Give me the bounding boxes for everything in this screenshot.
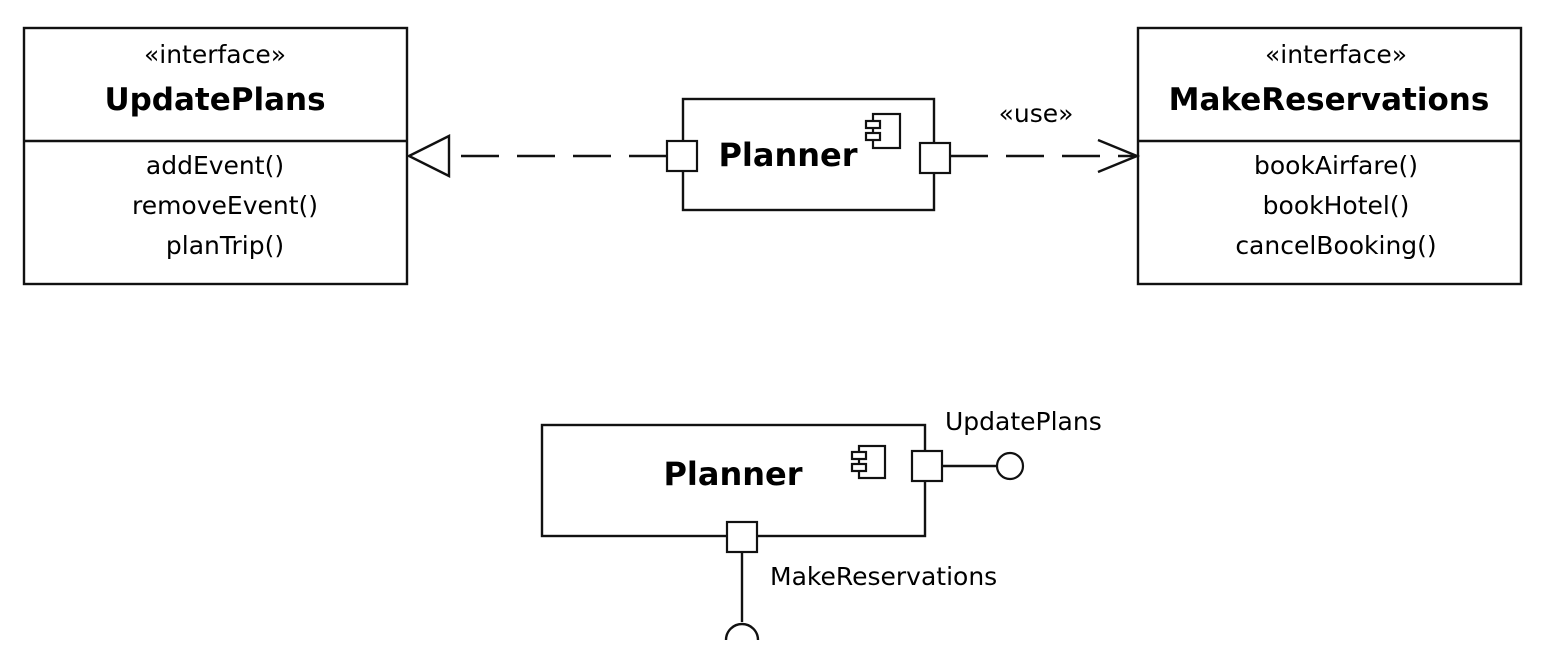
required-interface-label: MakeReservations [770,562,997,591]
port-realization[interactable] [665,139,699,173]
socket-arc-icon [724,622,760,641]
interface-update-plans-stereotype: «interface» [144,40,286,69]
operation-add-event: addEvent() [146,151,284,180]
realization-dependency[interactable] [406,134,667,178]
operation-plan-trip: planTrip() [166,231,284,260]
component-icon [850,444,887,480]
operation-cancel-booking: cancelBooking() [1235,231,1436,260]
use-open-arrowhead [1097,138,1141,174]
component-planner-bottom-name: Planner [663,455,802,493]
operation-book-hotel: bookHotel() [1263,191,1410,220]
component-planner-bottom-frame [540,423,927,538]
interface-update-plans-name: UpdatePlans [104,82,325,118]
component-planner-top-name: Planner [718,136,857,174]
provided-interface-label: UpdatePlans [945,407,1102,436]
lollipop-ball-icon [995,451,1025,481]
interface-update-plans-frame [22,26,409,286]
required-interface-make-reservations[interactable]: MakeReservations [724,520,997,641]
component-planner-bottom[interactable]: Planner [540,423,927,538]
port-provided[interactable] [910,449,944,483]
interface-make-reservations-stereotype: «interface» [1265,40,1407,69]
interface-update-plans[interactable]: «interface» UpdatePlans addEvent() remov… [22,26,409,286]
operation-remove-event: removeEvent() [132,191,318,220]
realization-triangle-arrowhead [406,134,451,178]
interface-make-reservations-name: MakeReservations [1169,82,1490,118]
component-icon [864,112,902,150]
port-usage[interactable] [918,141,952,175]
provided-interface-update-plans[interactable]: UpdatePlans [910,407,1102,483]
interface-make-reservations[interactable]: «interface» MakeReservations bookAirfare… [1136,26,1523,286]
use-stereotype-label: «use» [999,99,1074,128]
operation-book-airfare: bookAirfare() [1254,151,1418,180]
interface-make-reservations-frame [1136,26,1523,286]
component-planner-top[interactable]: Planner [665,97,952,212]
use-dependency[interactable]: «use» [950,99,1141,174]
port-required[interactable] [725,520,759,554]
